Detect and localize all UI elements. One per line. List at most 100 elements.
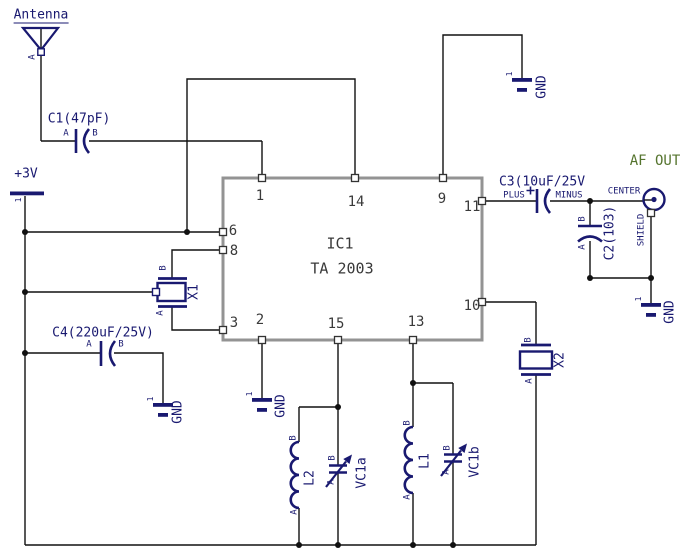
vc1b-arrow-head — [458, 443, 467, 453]
pin15-pad — [333, 335, 343, 345]
c2-b-label: B — [577, 216, 588, 222]
vc1a-label: VC1a — [354, 457, 370, 489]
l2-a-label: A — [289, 509, 300, 515]
gnd1-label: GND — [534, 75, 550, 99]
x2-body — [518, 350, 554, 370]
pin10-number: 10 — [463, 298, 481, 314]
c2-a-label: A — [577, 244, 588, 250]
c3-label: C3(10uF/25V — [498, 174, 586, 190]
pin13-pad — [408, 335, 418, 345]
vc1b-plates — [444, 453, 462, 463]
wire-pin9-gnd — [442, 34, 523, 175]
capacitor-symbols — [74, 128, 603, 367]
wire-x1-pin3 — [171, 307, 219, 331]
af-out-shield-label: SHIELD — [636, 213, 647, 247]
pin11-number: 11 — [463, 199, 481, 215]
connector-center-dot — [651, 196, 657, 203]
c2-plate-a — [577, 235, 603, 243]
vc1b-a-label: A — [441, 469, 452, 475]
antenna-label: Antenna — [13, 7, 69, 24]
ic-part-label: TA 2003 — [310, 259, 374, 278]
l1-a-label: A — [402, 494, 413, 500]
l2-coil — [289, 440, 300, 510]
vc1b-label: VC1b — [467, 446, 483, 478]
pin14-pad — [350, 173, 360, 183]
c3-plate-minus — [543, 188, 552, 214]
af-out-connector — [642, 187, 666, 218]
gnd2-pin-label: 1 — [245, 391, 254, 397]
gnd1-bar2 — [517, 88, 527, 92]
c1-label: C1(47pF) — [47, 111, 111, 127]
gnd2-label: GND — [273, 394, 289, 418]
x1-label: X1 — [186, 284, 202, 300]
gnd2-bar1 — [252, 398, 272, 402]
vc1a-b-label: B — [327, 455, 338, 461]
antenna-terminal-a-label: A — [27, 54, 38, 60]
wire-pin14-net — [186, 78, 356, 232]
c1-plate-b — [82, 128, 91, 154]
pin11-pad — [477, 196, 487, 206]
inductor-symbols — [289, 425, 414, 510]
pin6-pad — [218, 227, 228, 237]
c2-label: C2(103) — [602, 205, 618, 261]
c4-a-label: A — [86, 339, 92, 350]
gnd4-pin-label: 1 — [634, 296, 643, 302]
pin3-pad — [218, 325, 228, 335]
pin8-number: 8 — [229, 243, 239, 259]
gnd4-bar1 — [641, 303, 661, 307]
gnd4-label: GND — [662, 300, 678, 324]
l2-label: L2 — [302, 470, 318, 486]
antenna-terminal — [37, 48, 45, 56]
x1-body — [156, 281, 187, 303]
x1-plates — [158, 277, 187, 308]
antenna-triangle — [20, 26, 61, 52]
x1-a-label: A — [155, 310, 166, 316]
plus3v-symbol — [10, 191, 44, 196]
pin6-number: 6 — [228, 223, 238, 239]
pin14-number: 14 — [347, 194, 365, 210]
gnd3-bar1 — [153, 403, 173, 407]
c4-label: C4(220uF/25V) — [52, 325, 154, 341]
gnd3-label: GND — [170, 400, 186, 424]
l1-label: L1 — [417, 453, 433, 469]
pin1-pad — [257, 173, 267, 183]
c1-b-label: B — [92, 128, 98, 139]
l2-b-label: B — [288, 435, 299, 441]
af-out-center-label: CENTER — [607, 186, 641, 197]
junction-dots — [22, 198, 654, 548]
af-out-label: AF OUT — [629, 153, 681, 169]
c3-plus-sign — [526, 186, 535, 195]
gnd-symbols — [153, 78, 661, 417]
antenna-symbol — [20, 26, 61, 56]
c4-b-label: B — [118, 339, 124, 350]
pin15-number: 15 — [327, 316, 345, 332]
vc1a-arrow-line — [325, 460, 347, 488]
pin3-number: 3 — [229, 315, 239, 331]
vc1b-b-label: B — [442, 445, 453, 451]
wire-vc1b-branch — [413, 382, 454, 545]
pin9-number: 9 — [437, 191, 447, 207]
gnd3-pin-label: 1 — [146, 396, 155, 402]
wire-c1-to-pin1 — [41, 140, 263, 175]
varcap-symbols — [325, 443, 467, 488]
ic-pin-pads — [218, 173, 487, 345]
gnd1-pin-label: 1 — [505, 71, 514, 77]
plus3v-pin-label: 1 — [14, 197, 23, 203]
c1-a-label: A — [63, 128, 69, 139]
pin13-number: 13 — [407, 314, 425, 330]
gnd4-bar2 — [646, 313, 656, 317]
l1-b-label: B — [402, 420, 413, 426]
pin8-pad — [218, 245, 228, 255]
pin10-pad — [477, 297, 487, 307]
connector-shield-terminal — [646, 208, 656, 218]
c4-plate-b — [108, 340, 117, 367]
ic-body — [221, 176, 484, 342]
pin9-pad — [438, 173, 448, 183]
c3-plus-label: PLUS — [503, 190, 525, 201]
wire-pin10-x2 — [484, 301, 537, 545]
x2-plates — [521, 343, 551, 376]
crystal-symbols — [151, 277, 554, 376]
gnd2-bar2 — [257, 408, 267, 412]
